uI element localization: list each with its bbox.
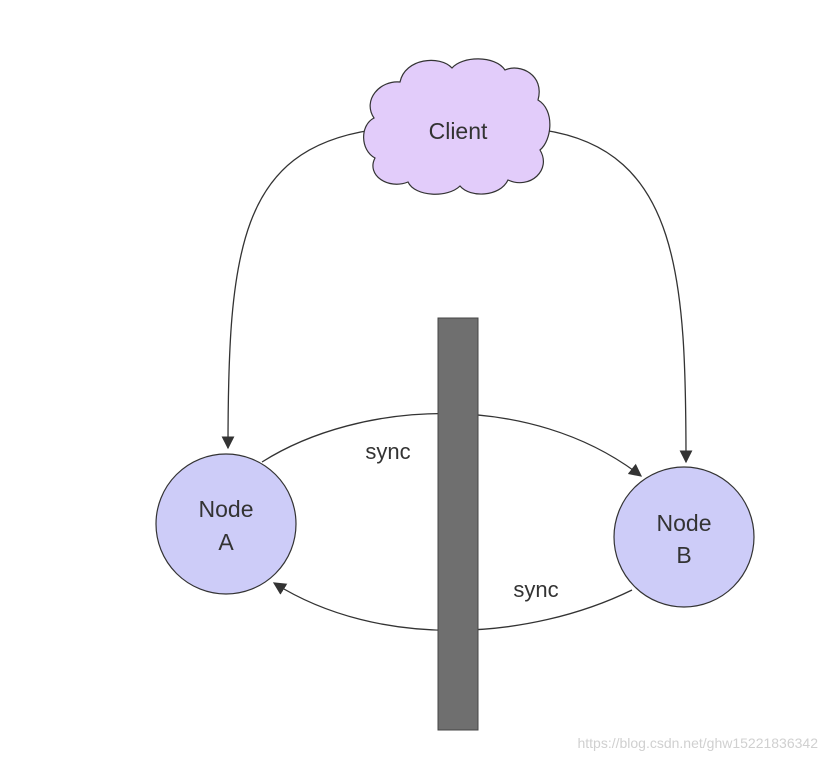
node-a: Node A <box>155 453 297 595</box>
node-a-label-line2: A <box>218 529 234 555</box>
watermark: https://blog.csdn.net/ghw15221836342 <box>577 735 818 751</box>
network-partition-barrier <box>437 317 479 731</box>
client-label: Client <box>429 118 488 144</box>
node-b: Node B <box>613 466 755 608</box>
edge-client-to-node-a <box>221 129 373 450</box>
client-cloud: Client <box>363 58 551 195</box>
node-b-label-line2: B <box>676 542 691 568</box>
edge-client-to-node-b <box>542 129 693 464</box>
node-a-label-line1: Node <box>199 496 254 522</box>
sync-label-top: sync <box>365 439 410 464</box>
node-b-label-line1: Node <box>657 510 712 536</box>
sync-label-bottom: sync <box>513 577 558 602</box>
